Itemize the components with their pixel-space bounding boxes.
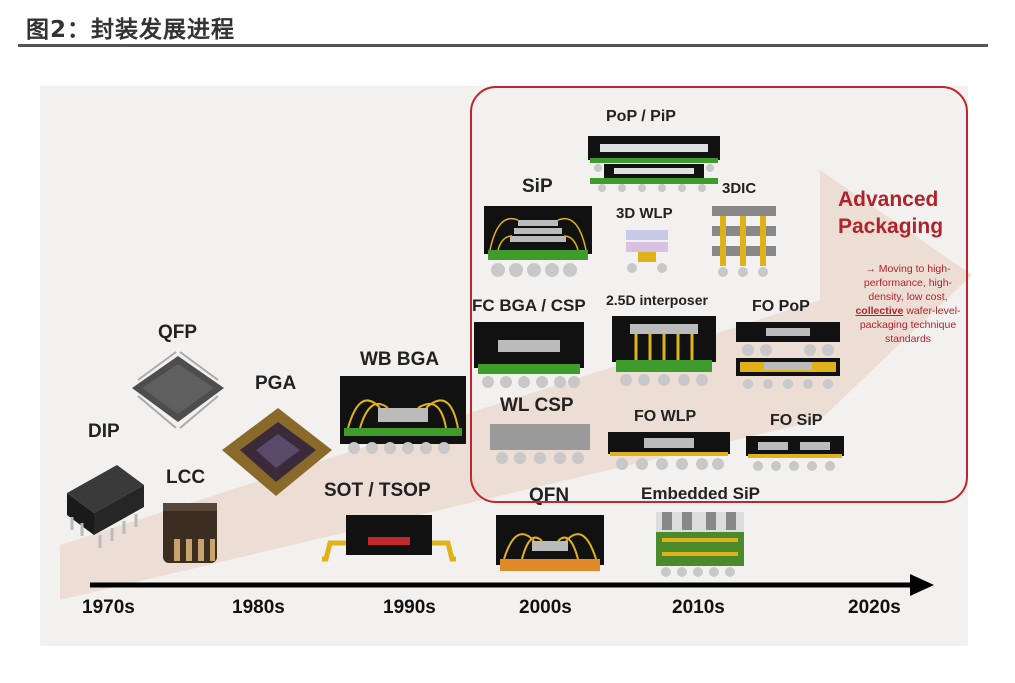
advanced-desc-post: wafer-level-packaging technique standard…	[859, 305, 961, 345]
label-pop-pip: PoP / PiP	[606, 108, 676, 125]
advanced-desc-emphasis: collective	[855, 305, 904, 317]
advanced-desc-pre: → Moving to high-performance, high-densi…	[863, 263, 953, 303]
label-sip: SiP	[522, 176, 553, 197]
title-rule	[18, 44, 988, 47]
label-wb-bga: WB BGA	[360, 349, 440, 370]
label-embedded-sip: Embedded SiP	[641, 484, 761, 503]
label-dip: DIP	[88, 421, 120, 442]
interposer-package-image	[612, 316, 716, 386]
pop-pip-package-image	[588, 136, 720, 192]
wl-csp-package-image	[490, 424, 590, 464]
label-3d-wlp: 3D WLP	[616, 205, 673, 222]
qfn-package-image	[496, 515, 604, 571]
lcc-package-image	[163, 503, 217, 563]
advanced-packaging-region	[470, 86, 968, 503]
dic3-package-image	[712, 206, 776, 277]
year-1990s: 1990s	[383, 597, 436, 618]
sip-package-image	[484, 206, 592, 277]
label-fo-pop: FO PoP	[752, 298, 810, 315]
figure-title: 图2：封装发展进程	[26, 17, 236, 43]
year-1980s: 1980s	[232, 597, 285, 618]
label-lcc: LCC	[166, 467, 206, 488]
timeline-arrowhead	[910, 574, 934, 596]
year-2010s: 2010s	[672, 597, 725, 618]
advanced-packaging-title: Advanced Packaging	[838, 188, 944, 238]
qfp-package-image	[132, 351, 224, 429]
label-sot-tsop: SOT / TSOP	[324, 480, 431, 501]
label-fc-bga-csp: FC BGA / CSP	[472, 296, 586, 315]
label-fo-wlp: FO WLP	[634, 408, 697, 425]
fc-bga-csp-package-image	[474, 322, 584, 388]
label-wl-csp: WL CSP	[500, 395, 574, 416]
label-fo-sip: FO SiP	[770, 412, 823, 429]
fo-pop-package-image	[736, 322, 840, 389]
embedded-sip-package-image	[656, 512, 744, 577]
advanced-packaging-description: → Moving to high-performance, high-densi…	[850, 262, 966, 346]
sot-tsop-package-image	[322, 515, 456, 562]
fo-sip-package-image	[746, 436, 844, 471]
wb-bga-package-image	[340, 376, 466, 454]
label-qfp: QFP	[158, 322, 198, 343]
growth-arrow	[60, 170, 972, 600]
wlp3d-package-image	[626, 230, 668, 273]
label-3dic: 3DIC	[722, 180, 757, 197]
year-2000s: 2000s	[519, 597, 572, 618]
fo-wlp-package-image	[608, 432, 730, 470]
year-1970s: 1970s	[82, 597, 135, 618]
dip-package-image	[67, 465, 144, 548]
year-2020s: 2020s	[848, 597, 901, 618]
pga-package-image	[222, 408, 332, 496]
label-pga: PGA	[255, 373, 297, 394]
label-interposer: 2.5D interposer	[606, 292, 708, 308]
label-qfn: QFN	[529, 485, 570, 506]
